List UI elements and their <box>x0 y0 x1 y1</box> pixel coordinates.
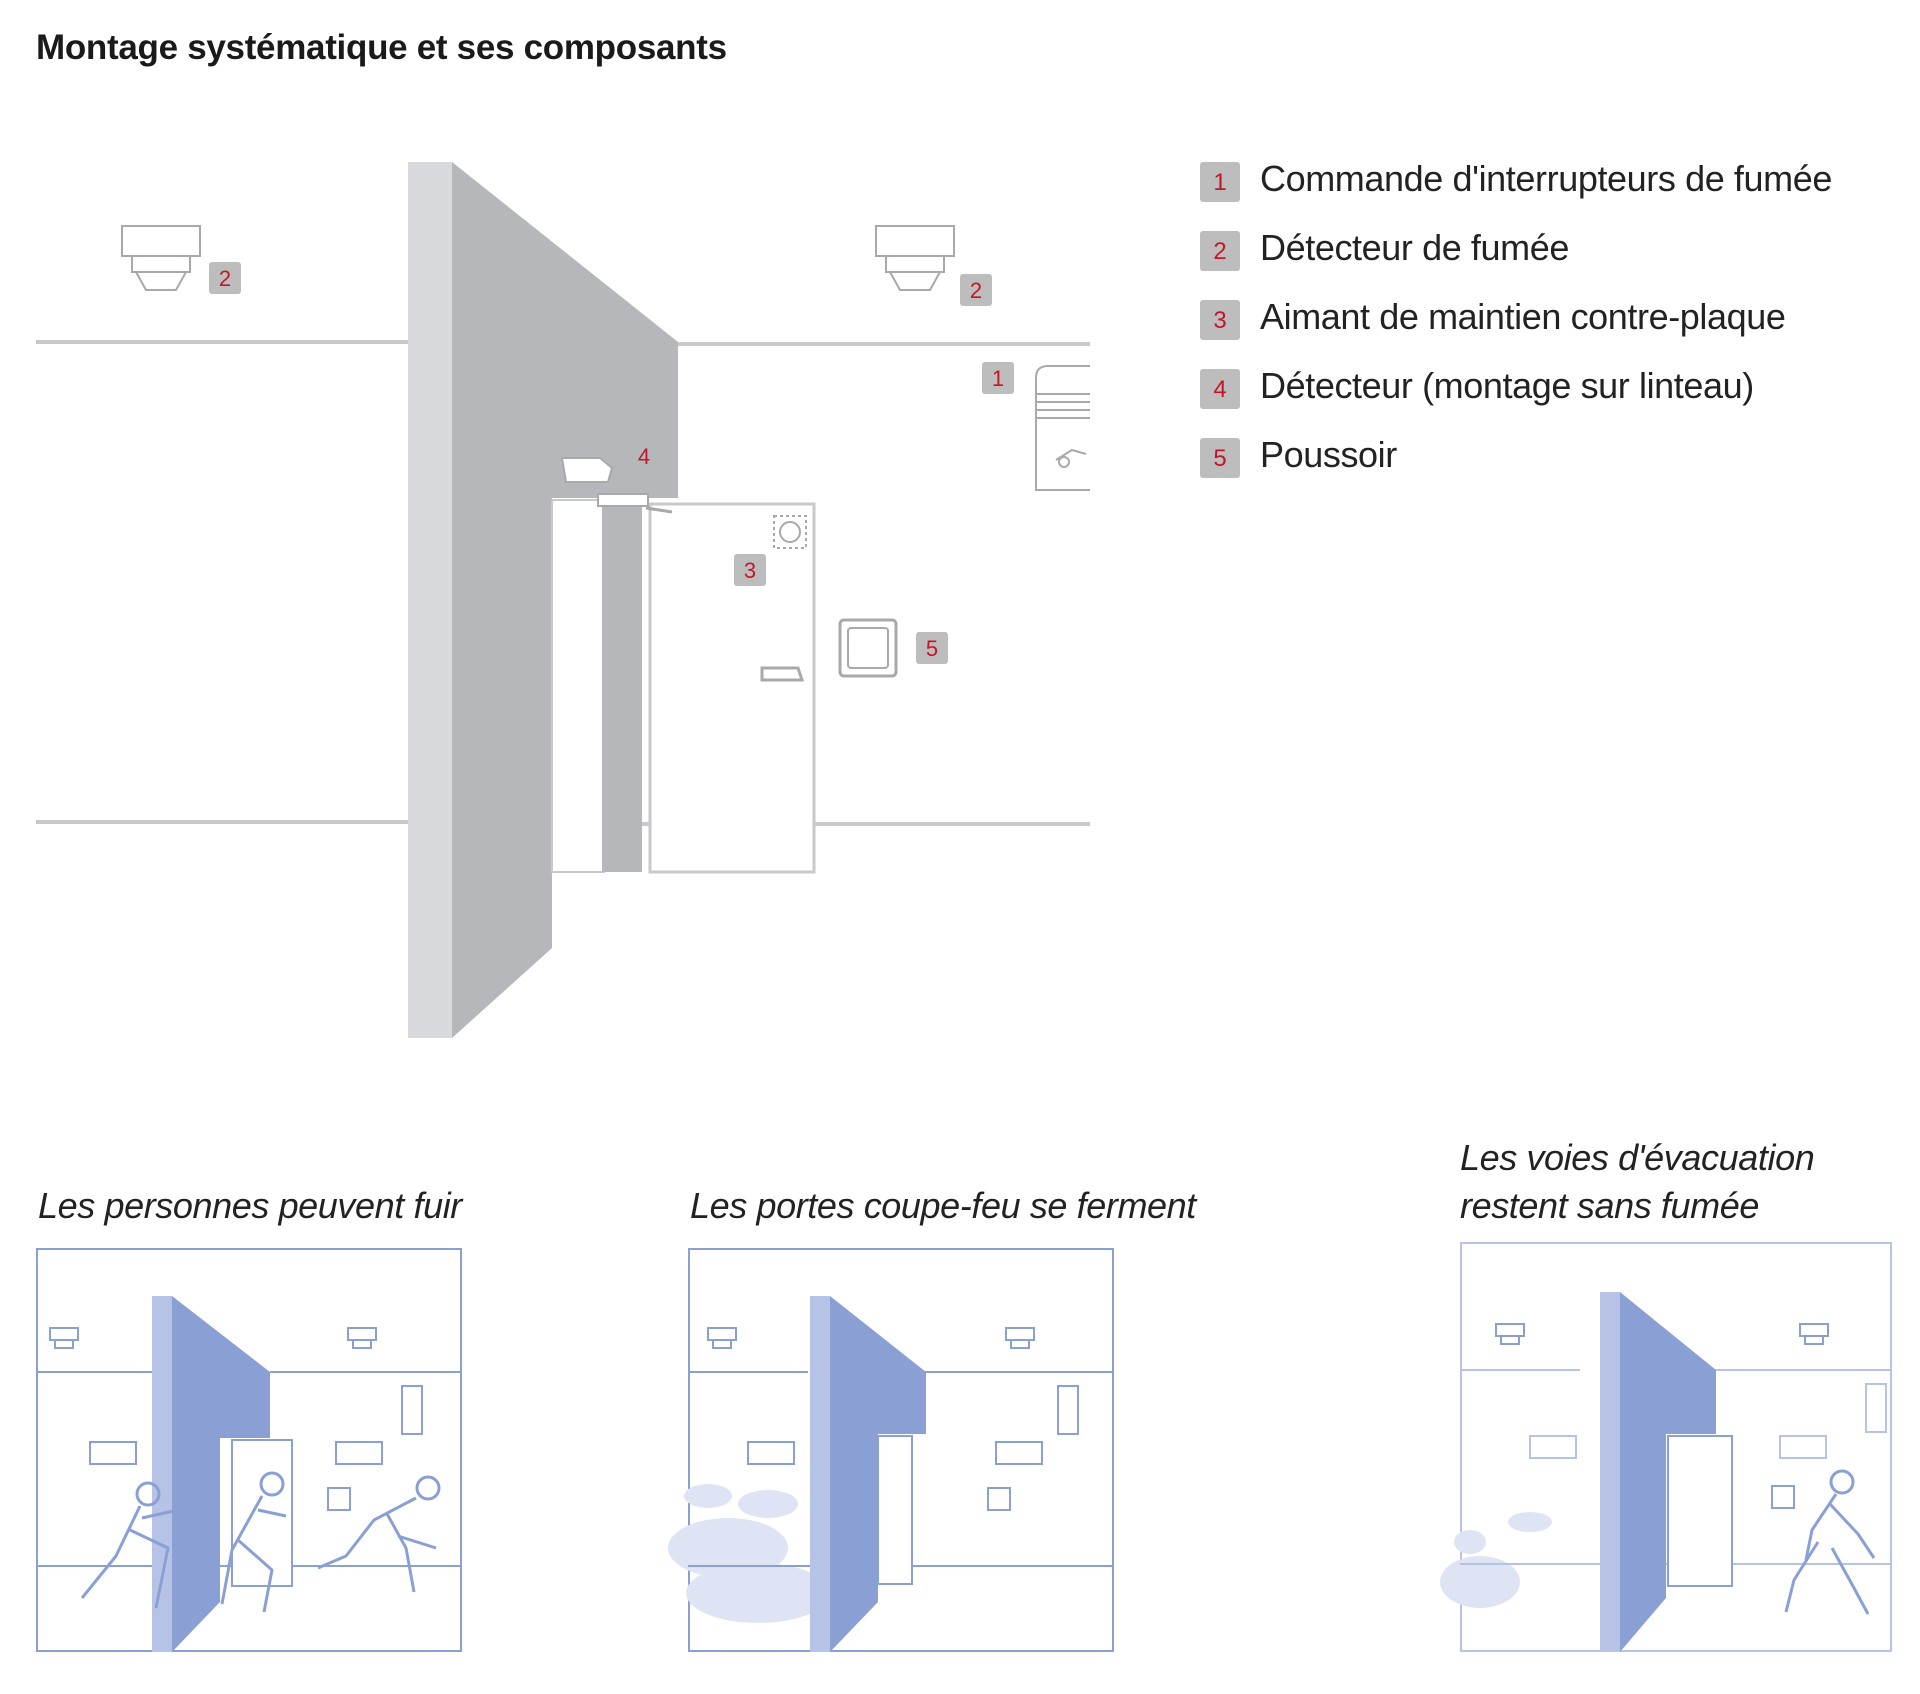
smoke-control-unit <box>1035 365 1090 491</box>
wall-face <box>1620 1292 1716 1652</box>
exit-sign <box>995 1441 1043 1465</box>
smoke-detector-right <box>875 225 955 291</box>
smoke-detector-icon <box>347 1327 377 1349</box>
smoke-control-icon <box>1865 1383 1887 1433</box>
page-title: Montage systématique et ses composants <box>36 28 727 67</box>
callout-smoke-control: 1 <box>982 362 1014 394</box>
callout-lintel-detector: 4 <box>637 444 651 469</box>
smoke-detector-left <box>121 225 201 291</box>
walking-person-icon <box>1784 1469 1876 1615</box>
panel-caption-doors-close: Les portes coupe-feu se ferment <box>690 1185 1196 1226</box>
smoke-cloud <box>686 1563 830 1623</box>
door-handle <box>760 666 805 682</box>
exit-sign <box>1529 1435 1577 1459</box>
holding-magnet-ring <box>779 521 801 543</box>
smoke-detector-icon <box>707 1327 737 1349</box>
smoke-cloud <box>1440 1556 1520 1608</box>
legend-badge: 3 <box>1200 300 1240 340</box>
legend-label: Détecteur de fumée <box>1260 227 1569 268</box>
running-person-icon <box>317 1475 441 1593</box>
callout-push-button: 5 <box>916 632 948 664</box>
legend-badge: 2 <box>1200 231 1240 271</box>
running-person-icon <box>220 1471 287 1613</box>
door-leaf <box>1667 1435 1733 1587</box>
panel-caption-routes-smoke-free: Les voies d'évacuation restent sans fumé… <box>1460 1134 1815 1230</box>
push-button-icon <box>987 1487 1011 1511</box>
legend-badge: 4 <box>1200 369 1240 409</box>
push-button-icon <box>327 1487 351 1511</box>
lintel-detector <box>560 457 614 483</box>
door-arm <box>645 506 673 514</box>
wall-face <box>452 162 678 1038</box>
door-opening <box>551 499 605 873</box>
smoke-detector-icon <box>1005 1327 1035 1349</box>
caption-line: Les voies d'évacuation <box>1460 1137 1815 1178</box>
legend-label: Aimant de maintien contre-plaque <box>1260 296 1786 337</box>
wall-edge <box>810 1296 830 1652</box>
legend-badge: 1 <box>1200 162 1240 202</box>
smoke-control-icon <box>1057 1385 1079 1435</box>
wall-edge <box>152 1296 172 1652</box>
smoke-detector-icon <box>1799 1323 1829 1345</box>
main-diagram <box>36 162 1090 1038</box>
door-leaf <box>231 1439 293 1587</box>
wall-edge <box>408 162 452 1038</box>
smoke-detector-icon <box>1495 1323 1525 1345</box>
callout-smoke-detector-right: 2 <box>960 274 992 306</box>
legend-label: Poussoir <box>1260 434 1397 475</box>
lintel-bar <box>597 493 649 507</box>
callout-holding-magnet: 3 <box>734 554 766 586</box>
push-button-inner <box>847 627 889 669</box>
smoke-detector-icon <box>49 1327 79 1349</box>
smoke-cloud <box>1454 1530 1486 1554</box>
legend-badge: 5 <box>1200 438 1240 478</box>
push-button-outer <box>838 618 898 678</box>
legend-label: Commande d'interrupteurs de fumée <box>1260 158 1832 199</box>
panel-doors-close <box>668 1248 1114 1652</box>
legend-label: Détecteur (montage sur linteau) <box>1260 365 1754 406</box>
running-person-icon <box>80 1481 179 1609</box>
exit-sign <box>747 1441 795 1465</box>
smoke-cloud <box>684 1484 732 1508</box>
panel-routes-smoke-free <box>1440 1242 1892 1652</box>
exit-sign <box>1779 1435 1827 1459</box>
caption-line: restent sans fumée <box>1460 1185 1759 1226</box>
exit-sign <box>89 1441 137 1465</box>
smoke-cloud <box>738 1490 798 1518</box>
holding-magnet <box>773 515 807 549</box>
door-leaf <box>877 1435 913 1585</box>
exit-sign <box>335 1441 383 1465</box>
smoke-cloud <box>1508 1512 1552 1532</box>
push-button-icon <box>1771 1485 1795 1509</box>
door-leaf <box>648 502 816 874</box>
panel-people-escape <box>36 1248 462 1652</box>
smoke-control-icon <box>401 1385 423 1435</box>
door-leaf-edge <box>602 506 642 872</box>
wall-face <box>172 1296 270 1652</box>
wall-edge <box>1600 1292 1620 1652</box>
callout-smoke-detector-left: 2 <box>209 262 241 294</box>
panel-caption-people-escape: Les personnes peuvent fuir <box>38 1185 462 1226</box>
